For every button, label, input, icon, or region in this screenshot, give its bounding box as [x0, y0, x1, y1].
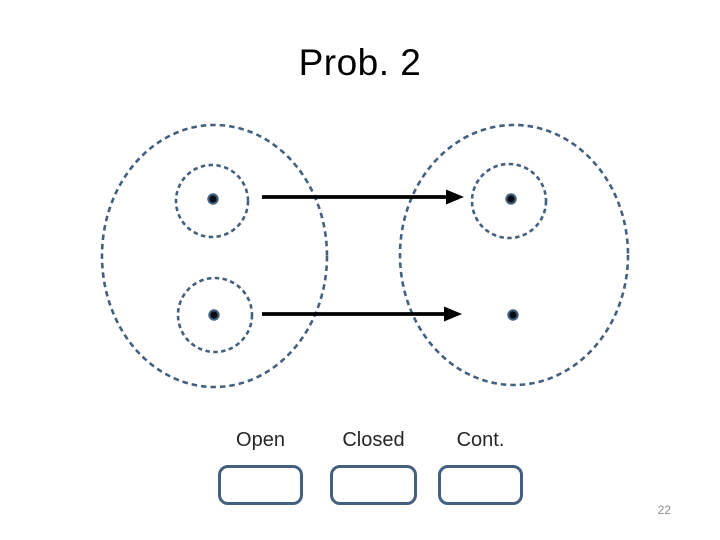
arrow-head-icon	[446, 189, 464, 205]
dot-core	[209, 195, 217, 203]
top-mapping-arrow	[262, 189, 464, 205]
arrow-head-icon	[444, 306, 462, 322]
dot-core	[509, 311, 517, 319]
left-bottom-point-dot	[208, 309, 220, 321]
left-set-ellipse	[100, 123, 329, 389]
dot-core	[507, 195, 515, 203]
left-top-point-dot	[207, 193, 219, 205]
right-set-ellipse	[398, 123, 630, 387]
right-top-inner-circle	[470, 162, 548, 240]
right-bottom-point-dot	[507, 309, 519, 321]
legend-label-cont: Cont.	[456, 429, 505, 451]
answer-box-cont	[438, 465, 523, 505]
legend-column-cont: Cont.	[438, 428, 523, 505]
left-top-inner-circle	[174, 163, 250, 239]
legend-column-closed: Closed	[330, 428, 417, 505]
page-title: Prob. 2	[298, 42, 422, 83]
answer-box-closed	[330, 465, 417, 505]
legend-label-open: Open	[236, 429, 285, 451]
legend-label-closed: Closed	[342, 429, 405, 451]
dot-core	[210, 311, 218, 319]
bottom-mapping-arrow	[262, 306, 462, 322]
answer-box-open	[218, 465, 303, 505]
page-number: 22	[657, 503, 671, 517]
right-top-point-dot	[505, 193, 517, 205]
left-bottom-inner-circle	[176, 276, 254, 354]
legend-column-open: Open	[218, 428, 303, 505]
